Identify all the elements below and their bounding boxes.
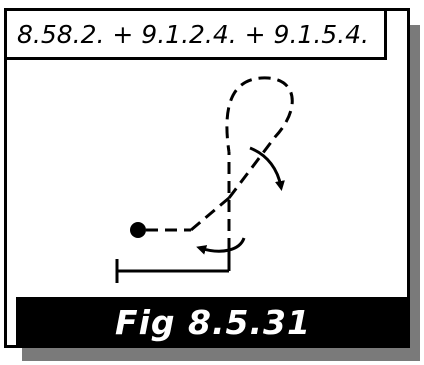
figure-label: Fig 8.5.31 (115, 303, 311, 342)
curved-arrow-icon (196, 237, 246, 255)
curved-arrow-icon (249, 146, 285, 191)
baseline-t-icon (115, 250, 231, 283)
dashed-path (146, 76, 294, 250)
code-sequence-box: 8.58.2. + 9.1.2.4. + 9.1.5.4. (4, 8, 387, 60)
figure-caption-bar: Fig 8.5.31 (16, 297, 410, 348)
code-sequence-text: 8.58.2. + 9.1.2.4. + 9.1.5.4. (17, 19, 369, 49)
figure-card (4, 8, 410, 348)
start-dot-icon (130, 222, 146, 238)
